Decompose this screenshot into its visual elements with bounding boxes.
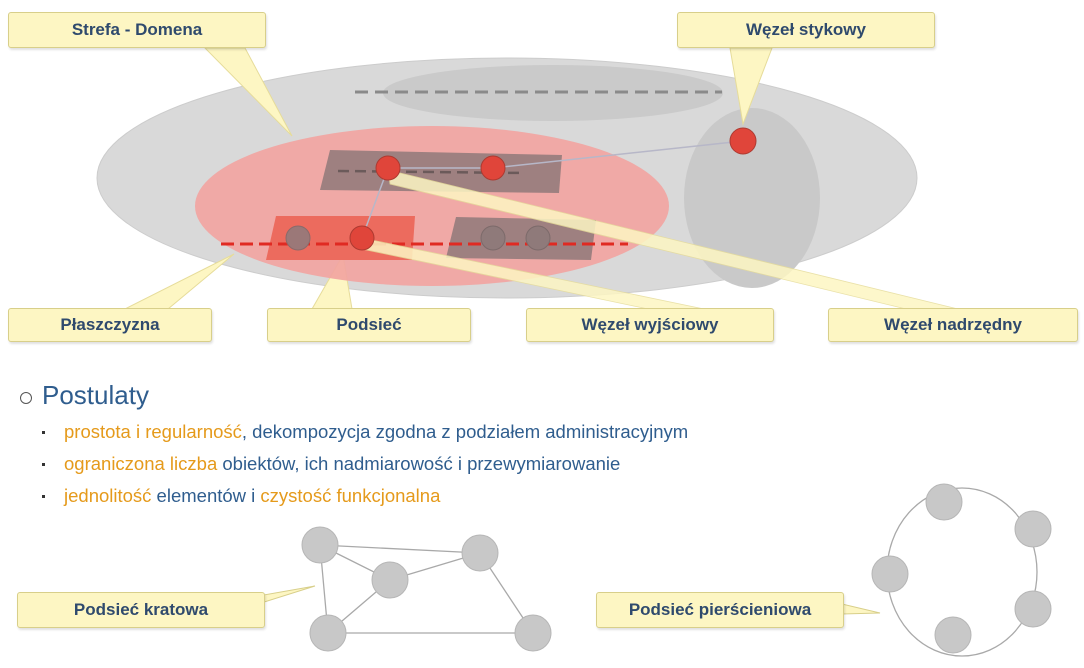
ring-node [1014,510,1052,548]
callout-label: Podsieć kratowa [73,600,209,619]
mesh-subnet [257,526,552,652]
callout-label: Węzeł nadrzędny [884,315,1022,334]
node-right-gray-1 [480,225,506,251]
callout-label: Podsieć [336,315,402,334]
ring-node [925,483,963,521]
callout-label: Płaszczyzna [60,315,160,334]
postulaty-heading: Postulaty [20,380,149,411]
postulat-item: jednolitość elementów i czystość funkcjo… [40,480,688,512]
upper-plane-ellipse [383,65,723,121]
ring-node [1014,590,1052,628]
callout-strefa-domena: Strefa - Domena [8,12,266,48]
callout-label: Strefa - Domena [71,20,203,39]
callout-wezel-stykowy: Węzeł stykowy [677,12,935,48]
postulat-highlight: ograniczona liczba [64,453,218,474]
postulat-text: obiektów, ich nadmiarowość i przewymiaro… [217,453,621,474]
callout-podsiec-kratowa: Podsieć kratowa [17,592,265,628]
postulat-text: , dekompozycja zgodna z podziałem admini… [241,421,689,442]
mesh-node [461,534,499,572]
node-top-left [375,155,401,181]
mesh-node [301,526,339,564]
bullet-dot-icon [42,495,45,498]
link-top-right-to-stykowy [492,140,744,169]
postulat-highlight: czystość funkcjonalna [260,485,441,506]
postulat-highlight: prostota i regularność [64,421,242,442]
ring-subnet [841,483,1052,657]
parent-node-sphere [684,108,820,288]
callout-wezel-nadrzedny: Węzeł nadrzędny [828,308,1078,342]
pointer-kratowa [257,585,316,605]
postulaty-title: Postulaty [42,380,149,410]
ring-node [934,616,972,654]
callout-label: Podsieć pierścieniowa [628,600,812,619]
callout-label: Węzeł stykowy [746,20,866,39]
postulat-item: ograniczona liczba obiektów, ich nadmiar… [40,448,688,480]
node-exit [349,225,375,251]
callout-label: Węzeł wyjściowy [581,315,719,334]
callout-podsiec: Podsieć [267,308,471,342]
mesh-node [371,561,409,599]
mesh-node [309,614,347,652]
ring-node [871,555,909,593]
callout-podsiec-pierscieniowa: Podsieć pierścieniowa [596,592,844,628]
postulat-highlight: jednolitość [64,485,152,506]
callout-wezel-wyjsciowy: Węzeł wyjściowy [526,308,774,342]
callout-plaszczyzna: Płaszczyzna [8,308,212,342]
node-right-gray-2 [525,225,551,251]
node-top-right [480,155,506,181]
postulat-text: elementów i [151,485,261,506]
pointer-stykowy [729,47,773,126]
bullet-dot-icon [42,431,45,434]
mesh-link [319,544,481,554]
pointer-pierscieniowa [841,603,881,615]
postulat-item: prostota i regularność, dekompozycja zgo… [40,416,688,448]
mesh-node [514,614,552,652]
ring-bullet-icon [20,391,32,404]
subnet-rect-right [446,217,596,260]
bullet-dot-icon [42,463,45,466]
node-stykowy [729,127,757,155]
pointer-plaszczyzna [124,253,235,310]
node-left-gray [285,225,311,251]
postulaty-list: prostota i regularność, dekompozycja zgo… [40,416,688,512]
pointer-strefa [203,47,293,137]
